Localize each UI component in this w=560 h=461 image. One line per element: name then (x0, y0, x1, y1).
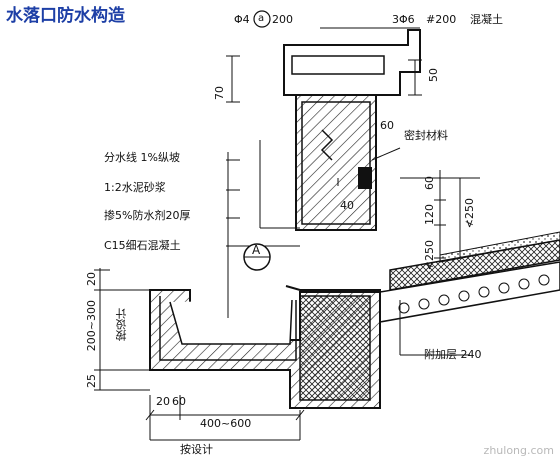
dim-60-bottom: 60 (172, 395, 186, 408)
parapet-wall (283, 27, 421, 231)
rebar-label-left: Φ4 (234, 13, 250, 26)
section-mark: A (252, 243, 261, 257)
dim-200-300: 200~300 (85, 300, 98, 352)
gutter-channel (149, 285, 381, 409)
by-design-bottom: 按设计 (180, 443, 213, 456)
layer-label-3: 掺5%防水剂20厚 (104, 209, 191, 222)
dim-ge250-left: ≮250 (423, 240, 436, 271)
roof-slab (379, 231, 560, 323)
dim-20-bottom: 20 (156, 395, 170, 408)
dim-60-right: 60 (423, 176, 436, 190)
layer-label-1: 分水线 1%纵坡 (104, 151, 180, 164)
sealant-label: 密封材料 (404, 129, 448, 142)
by-design-vertical: 按设计 (115, 308, 128, 341)
page-title: 水落口防水构造 (6, 6, 125, 26)
dim-40: 40 (340, 199, 354, 212)
dim-ge250-top: ≮250 (463, 198, 476, 229)
dim-60-upper: 60 (380, 119, 394, 132)
dim-400-600: 400~600 (200, 417, 252, 430)
layer-label-2: 1:2水泥砂浆 (104, 181, 166, 194)
rebar-spacing-left: 200 (272, 13, 293, 26)
concrete-label: 混凝土 (470, 13, 503, 26)
dim-120: 120 (423, 204, 436, 225)
rebar-spacing-right: #200 (426, 13, 457, 26)
dimension-lines (94, 55, 480, 441)
layer-label-4: C15细石混凝土 (104, 239, 181, 252)
extra-layer-label: 附加层 240 (424, 348, 482, 361)
dim-50: 50 (427, 68, 440, 82)
section-mark-circle (243, 10, 271, 271)
dim-20-left: 20 (85, 272, 98, 286)
rebar-label-right: 3Φ6 (392, 13, 415, 26)
sealant-block (358, 147, 401, 189)
watermark: zhulong.com (483, 444, 554, 457)
dim-25: 25 (85, 374, 98, 388)
circle-a-label: a (258, 13, 265, 24)
dim-70: 70 (213, 86, 226, 100)
